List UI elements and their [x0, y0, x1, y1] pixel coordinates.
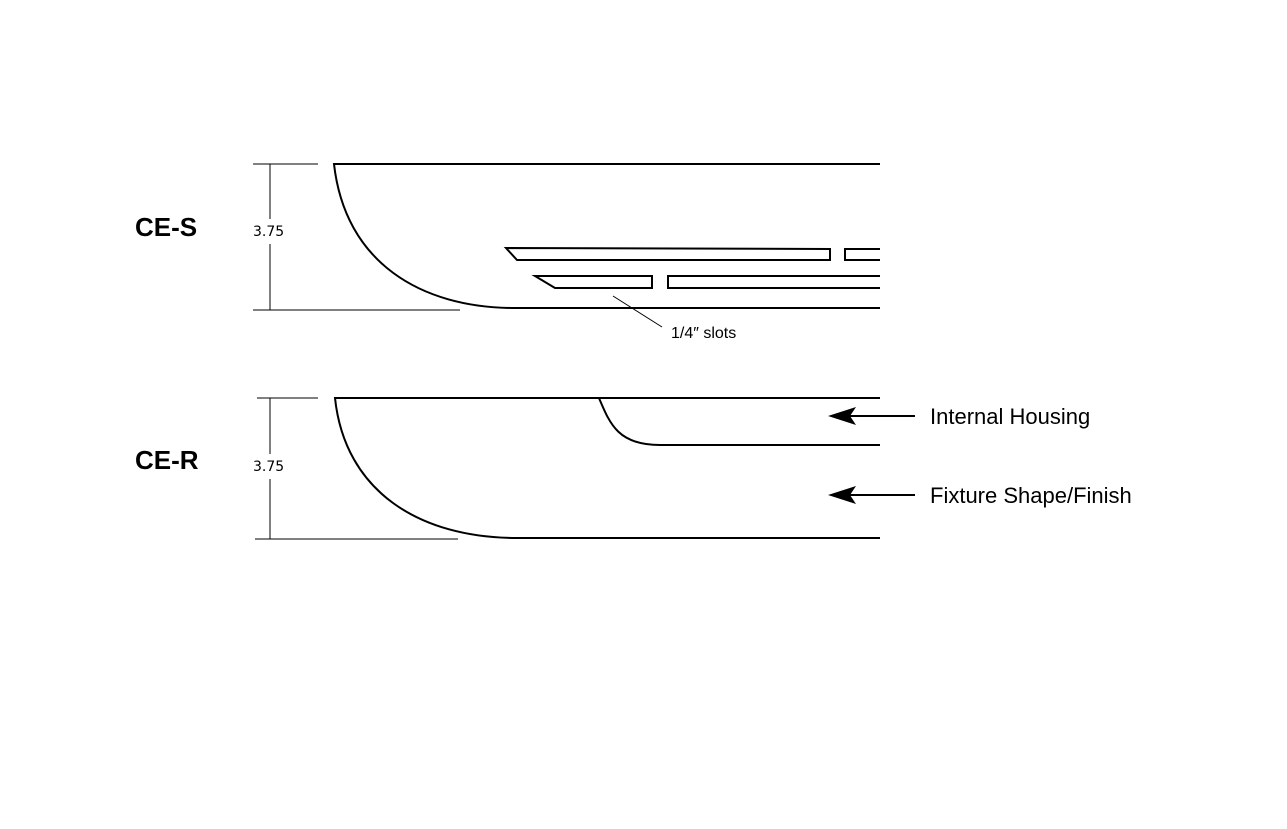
- callout-internal-housing: Internal Housing: [828, 404, 1090, 429]
- callout-label: Fixture Shape/Finish: [930, 483, 1132, 508]
- dimension-value-ce-s: 3.75: [253, 224, 284, 240]
- slot-note: 1/4″ slots: [671, 325, 736, 342]
- callout-label: Internal Housing: [930, 404, 1090, 429]
- dimension-ce-s: 3.75: [253, 163, 460, 311]
- fixture-outline-ce-r: [333, 397, 880, 539]
- slot-leader-line: [612, 295, 663, 328]
- profile-ce-r: CE-R 3.75 Internal Housing Fixture Shape…: [135, 397, 1132, 540]
- profile-label-ce-r: CE-R: [135, 445, 199, 475]
- slots: [503, 246, 880, 289]
- internal-housing-outline: [598, 397, 880, 446]
- arrow-left-icon: [828, 486, 856, 504]
- profile-label-ce-s: CE-S: [135, 212, 197, 242]
- dimension-value-ce-r: 3.75: [253, 459, 284, 475]
- fixture-outline-ce-s: [332, 163, 880, 309]
- arrow-left-icon: [828, 407, 856, 425]
- profile-ce-s: CE-S 3.75 1/4″ slots: [135, 163, 880, 342]
- callout-fixture-shape: Fixture Shape/Finish: [828, 483, 1132, 508]
- dimension-ce-r: 3.75: [253, 397, 458, 540]
